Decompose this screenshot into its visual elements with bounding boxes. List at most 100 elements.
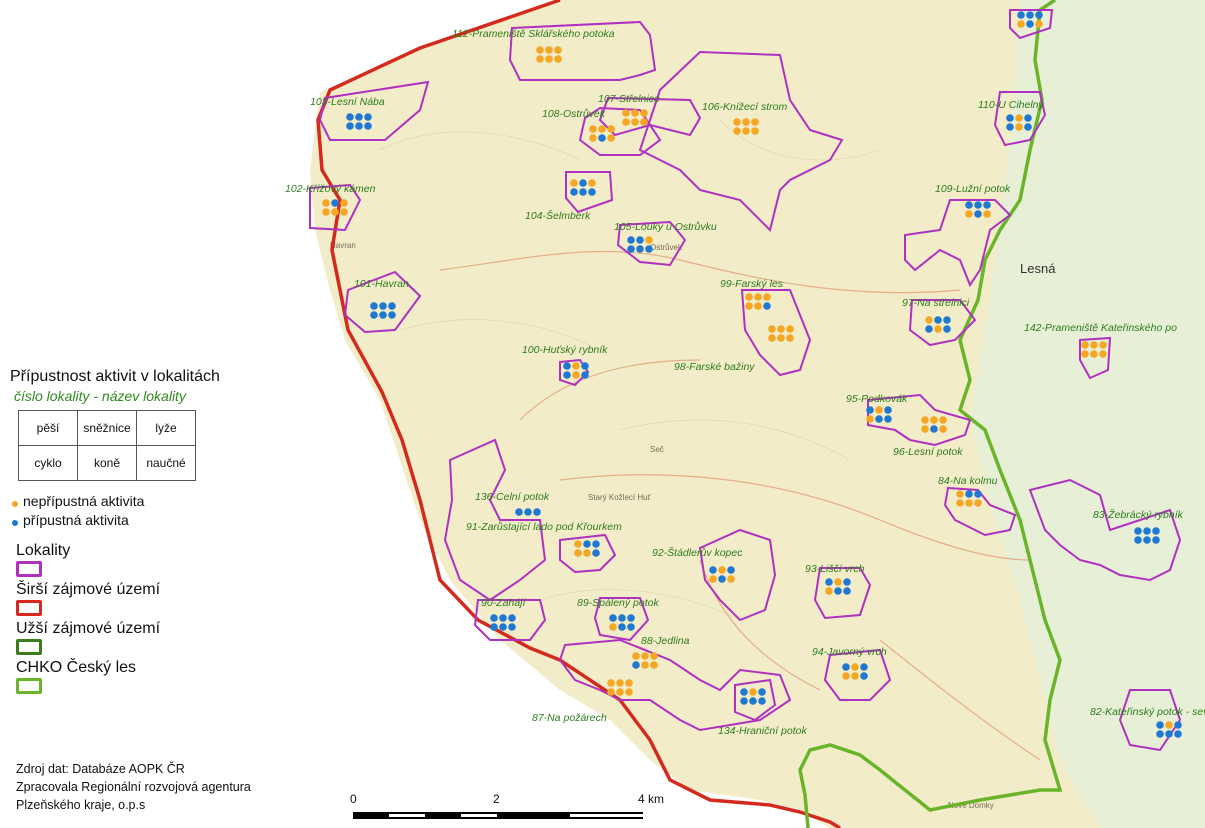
not-allowed-dot	[754, 302, 762, 310]
loc-label-100: 100-Huťský rybník	[522, 344, 608, 356]
loc-label-112: 112-Prameniště Sklářského potoka	[452, 28, 615, 40]
loc-label-95: 95-Podkovák	[846, 393, 908, 405]
scale-tick-0: 0	[350, 792, 357, 806]
not-allowed-dot	[641, 661, 649, 669]
not-allowed-dot	[754, 293, 762, 301]
not-allowed-dot	[956, 499, 964, 507]
allowed-dot	[627, 245, 635, 253]
chko-swatch-icon	[16, 678, 42, 694]
activity-dot-clusters	[322, 11, 1182, 738]
not-allowed-dot	[554, 55, 562, 63]
not-allowed-dot	[1081, 341, 1089, 349]
not-allowed-dot	[574, 549, 582, 557]
allowed-dot	[974, 201, 982, 209]
sirsi-swatch-icon	[16, 600, 42, 616]
scale-tick-4: 4 km	[638, 792, 665, 806]
activity-horse: koně	[77, 445, 137, 481]
allowed-dot	[609, 614, 617, 622]
not-allowed-dot	[609, 623, 617, 631]
allowed-dot	[499, 614, 507, 622]
legend-allowed: přípustná aktivita	[12, 512, 308, 528]
not-allowed-dot	[875, 406, 883, 414]
allowed-dot	[379, 302, 387, 310]
allowed-dot	[598, 134, 606, 142]
allowed-dot-icon	[12, 520, 18, 526]
not-allowed-dot	[598, 125, 606, 133]
not-allowed-dot	[742, 118, 750, 126]
loc-label-102: 102-Křížový kámen	[285, 183, 376, 195]
not-allowed-dot	[851, 672, 859, 680]
allowed-dot	[563, 362, 571, 370]
allowed-dot	[1165, 730, 1173, 738]
allowed-dot	[515, 508, 523, 516]
map-legend: Přípustnost aktivit v lokalitách číslo l…	[8, 368, 308, 698]
allowed-dot	[579, 188, 587, 196]
allowed-dot	[588, 188, 596, 196]
not-allowed-dot	[768, 334, 776, 342]
not-allowed-dot	[616, 679, 624, 687]
not-allowed-dot	[751, 118, 759, 126]
loc-label-98: 98-Farské bažiny	[674, 361, 755, 373]
not-allowed-dot	[718, 566, 726, 574]
not-allowed-dot	[777, 334, 785, 342]
legend-lokality-label: Lokality	[16, 542, 71, 559]
loc-label-87: 87-Na požárech	[532, 712, 607, 724]
activity-cycle: cyklo	[18, 445, 78, 481]
not-allowed-dot-icon	[12, 501, 18, 507]
allowed-dot	[1017, 11, 1025, 19]
allowed-dot	[875, 415, 883, 423]
roads	[439, 250, 1041, 761]
legend-not-allowed-label: nepřípustná aktivita	[23, 493, 145, 509]
legend-sirsi-label: Širší zájmové území	[16, 581, 161, 598]
allowed-dot	[490, 614, 498, 622]
allowed-dot	[570, 188, 578, 196]
allowed-dot	[758, 697, 766, 705]
legend-allowed-label: přípustná aktivita	[23, 512, 129, 528]
allowed-dot	[1143, 527, 1151, 535]
loc-label-88: 88-Jedlina	[641, 635, 690, 647]
allowed-dot	[1174, 721, 1182, 729]
allowed-dot	[563, 371, 571, 379]
not-allowed-dot	[622, 109, 630, 117]
allowed-dot	[934, 316, 942, 324]
not-allowed-dot	[607, 679, 615, 687]
allowed-dot	[627, 623, 635, 631]
loc-label-110: 110-U Cihelny	[978, 99, 1045, 111]
place-havran: Havran	[330, 241, 356, 250]
not-allowed-dot	[1090, 350, 1098, 358]
not-allowed-dot	[974, 499, 982, 507]
not-allowed-dot	[1035, 20, 1043, 28]
allowed-dot	[1134, 527, 1142, 535]
not-allowed-dot	[650, 652, 658, 660]
not-allowed-dot	[631, 118, 639, 126]
not-allowed-dot	[641, 652, 649, 660]
not-allowed-dot	[749, 688, 757, 696]
allowed-dot	[1152, 527, 1160, 535]
allowed-dot	[618, 614, 626, 622]
not-allowed-dot	[745, 293, 753, 301]
not-allowed-dot	[570, 179, 578, 187]
allowed-dot	[709, 566, 717, 574]
loc-label-94: 94-Javorný vrch	[812, 646, 887, 658]
loc-label-105: 105-Louky u Ostrůvku	[614, 221, 717, 233]
not-allowed-dot	[751, 127, 759, 135]
not-allowed-dot	[1099, 341, 1107, 349]
allowed-dot	[592, 549, 600, 557]
allowed-dot	[1156, 721, 1164, 729]
loc-label-84: 84-Na kolmu	[938, 475, 998, 487]
not-allowed-dot	[545, 46, 553, 54]
allowed-dot	[943, 325, 951, 333]
place-kozleci-hut: Starý Kožlecí Huť	[588, 493, 652, 502]
place-ostruvek: Ostrůvek	[650, 243, 683, 252]
loc-label-89: 89-Spálený potok	[577, 597, 659, 609]
loc-label-96: 96-Lesní potok	[893, 446, 963, 458]
allowed-dot	[627, 236, 635, 244]
not-allowed-dot	[536, 46, 544, 54]
not-allowed-dot	[709, 575, 717, 583]
locality-polygons	[309, 9, 1182, 752]
allowed-dot	[843, 587, 851, 595]
allowed-dot	[866, 406, 874, 414]
not-allowed-dot	[616, 688, 624, 696]
